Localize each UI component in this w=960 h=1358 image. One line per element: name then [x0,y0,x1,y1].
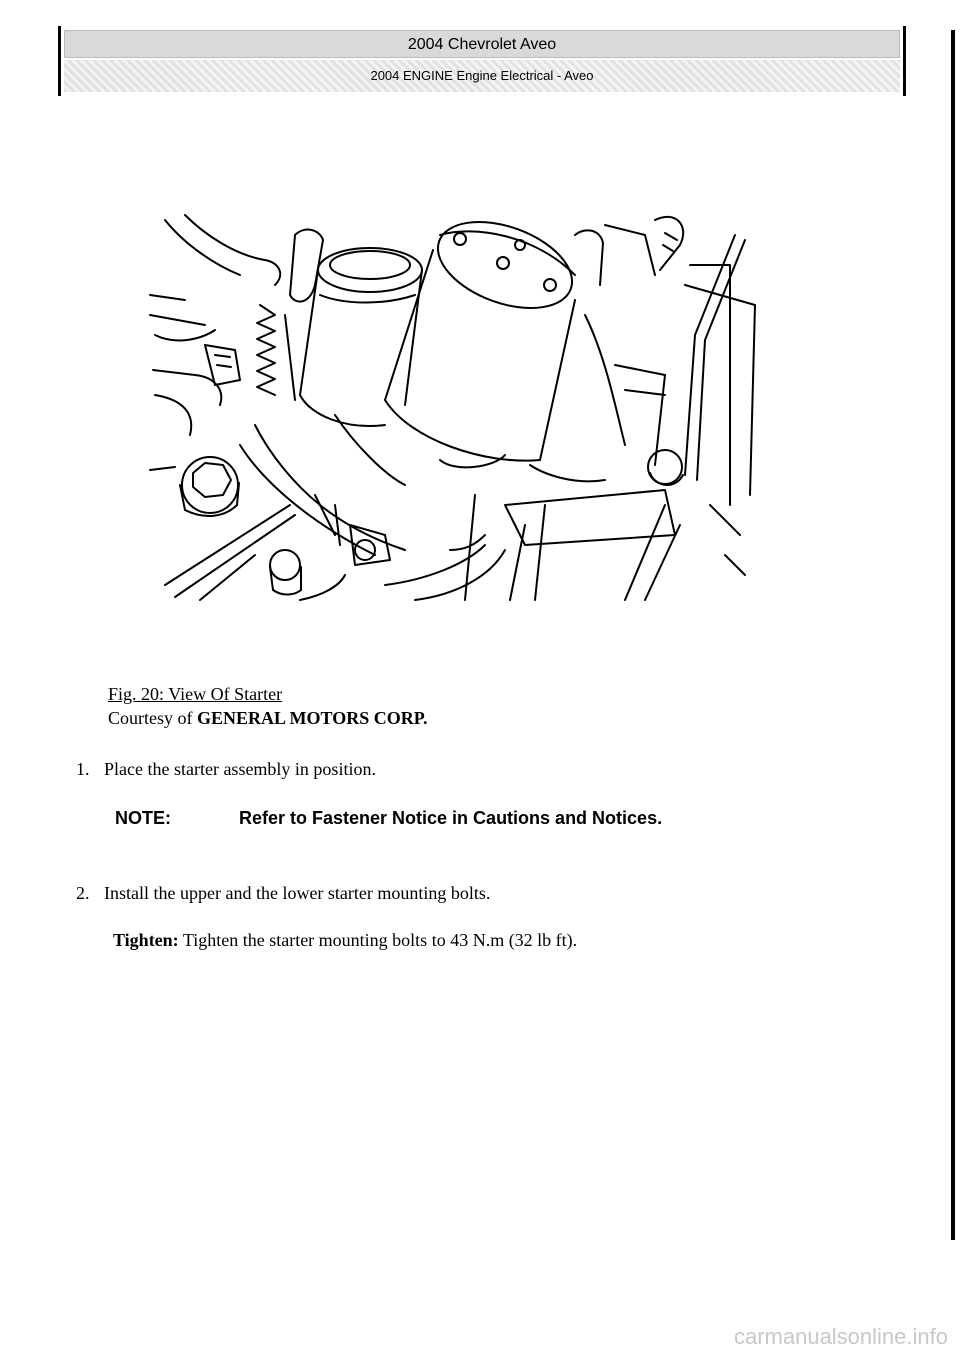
figure-caption: Fig. 20: View Of Starter Courtesy of GEN… [108,682,428,730]
step-text: Place the starter assembly in position. [104,759,376,779]
tighten-spec: Tighten: Tighten the starter mounting bo… [113,930,577,951]
tighten-label: Tighten: [113,930,179,950]
header-right-rule [903,26,906,96]
page-header: 2004 Chevrolet Aveo 2004 ENGINE Engine E… [58,26,906,96]
header-left-rule [58,26,61,96]
step-number: 2. [76,883,90,903]
watermark: carmanualsonline.info [733,1324,948,1349]
step-number: 1. [76,759,90,779]
header-title: 2004 Chevrolet Aveo [64,30,900,58]
step-text: Install the upper and the lower starter … [104,883,491,903]
figure-caption-title: Fig. 20: View Of Starter [108,684,283,704]
tighten-text: Tighten the starter mounting bolts to 43… [178,930,578,950]
note-text: Refer to Fastener Notice in Cautions and… [239,808,663,828]
header-subtitle: 2004 ENGINE Engine Electrical - Aveo [64,60,900,92]
figure-caption-credit: Courtesy of GENERAL MOTORS CORP. [108,706,428,730]
figure-credit-prefix: Courtesy of [108,708,197,728]
figure-credit-org: GENERAL MOTORS CORP. [197,708,428,728]
starter-illustration [149,214,756,601]
note-label: NOTE: [115,808,171,828]
page-right-rule [951,30,955,1240]
